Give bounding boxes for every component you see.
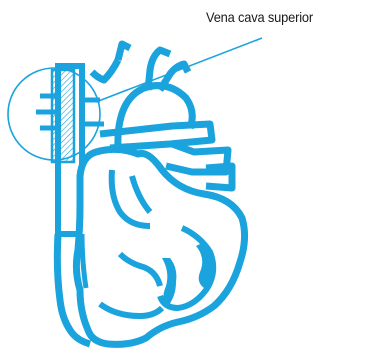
aortic-branches [92,44,188,90]
vena-cava-superior-label: Vena cava superior [206,9,313,25]
heart-body [76,149,244,344]
